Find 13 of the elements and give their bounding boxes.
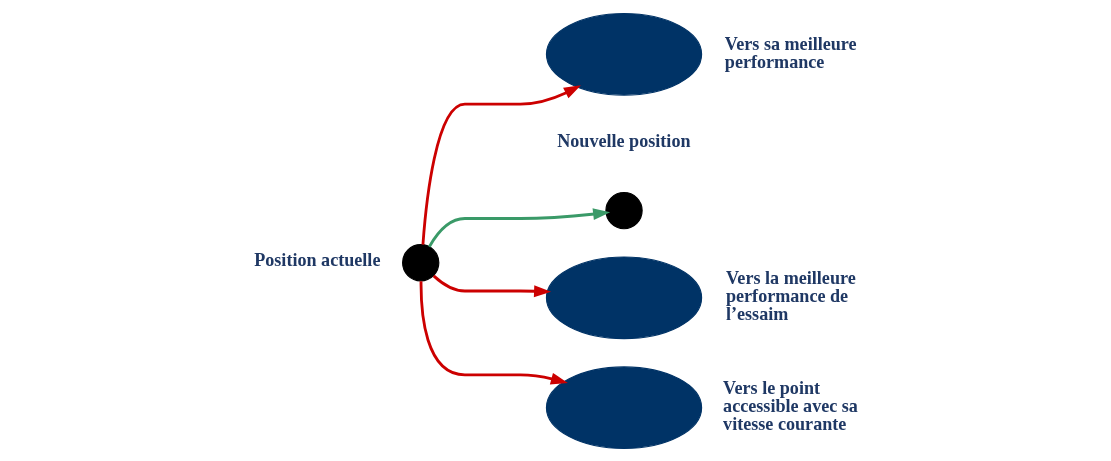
- node-label: Position actuelle: [254, 249, 381, 270]
- node-circle: [402, 243, 440, 281]
- node-label: Vers le point accessible avec sa vitesse courante: [723, 377, 858, 434]
- node-label: Vers la meilleure performance de l’essaim: [725, 267, 856, 324]
- node-ellipse: [545, 256, 703, 339]
- node-label: Nouvelle position: [557, 130, 691, 151]
- arrow: [432, 274, 552, 297]
- node-circle: [605, 191, 643, 229]
- node-ellipse: [545, 365, 703, 449]
- arrow: [428, 207, 611, 247]
- arrow: [419, 280, 568, 384]
- node-label: Vers sa meilleure performance: [724, 33, 857, 72]
- arrow: [421, 84, 581, 245]
